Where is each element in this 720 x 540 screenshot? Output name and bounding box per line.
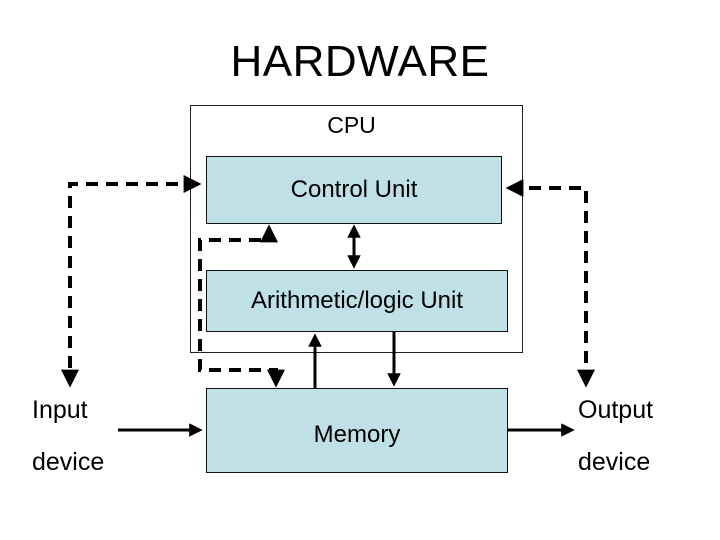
output-device-label-line1: Output — [578, 396, 654, 424]
memory-label: Memory — [313, 421, 401, 448]
output-device-label-line2: device — [578, 448, 651, 476]
input-device-label-line1: Input — [32, 396, 88, 424]
control-unit-label: Control Unit — [290, 176, 418, 203]
input-device-label-line2: device — [32, 448, 105, 476]
dashed-control-input-arrow — [61, 175, 202, 388]
memory-box: Memory — [206, 388, 508, 473]
diagram-title: HARDWARE — [230, 37, 490, 86]
alu-box: Arithmetic/logic Unit — [206, 270, 508, 332]
control-unit-box: Control Unit — [206, 156, 502, 224]
alu-label: Arithmetic/logic Unit — [250, 287, 464, 314]
cpu-label: CPU — [327, 112, 376, 138]
